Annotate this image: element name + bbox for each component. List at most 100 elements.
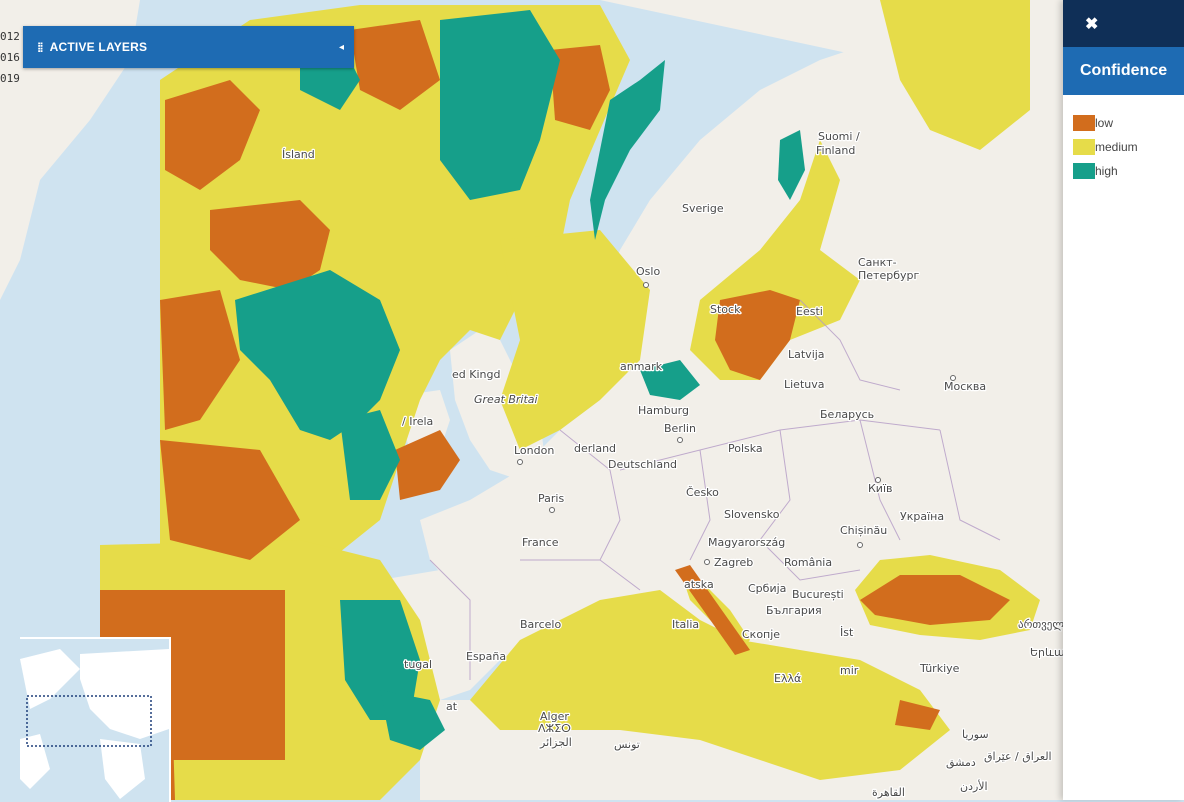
svg-text:Paris: Paris	[538, 492, 564, 505]
svg-text:Magyarország: Magyarország	[708, 536, 785, 549]
svg-text:mir: mir	[840, 664, 859, 677]
svg-text:Скопје: Скопје	[742, 628, 780, 641]
svg-text:Київ: Київ	[868, 482, 893, 495]
svg-text:anmark: anmark	[620, 360, 663, 373]
overview-land	[20, 649, 169, 799]
confidence-low-5	[715, 290, 800, 380]
svg-text:România: România	[784, 556, 832, 569]
svg-text:Latvija: Latvija	[788, 348, 825, 361]
svg-text:Barcelo: Barcelo	[520, 618, 561, 631]
legend-title: Confidence	[1063, 47, 1184, 95]
confidence-low-2	[210, 200, 330, 290]
svg-text:Oslo: Oslo	[636, 265, 660, 278]
coordinate-readout: 012 016 019	[0, 26, 23, 86]
land-scandinavia	[600, 40, 930, 340]
svg-text:العراق / عێراق: العراق / عێراق	[984, 750, 1052, 763]
svg-text:Eesti: Eesti	[796, 305, 823, 318]
country-borders	[429, 299, 1001, 680]
svg-text:دمشق: دمشق	[946, 756, 976, 770]
legend-swatch-medium	[1073, 139, 1095, 155]
svg-text:Україна: Україна	[900, 510, 944, 523]
svg-text:ართველ: ართველ	[1018, 618, 1064, 631]
active-layers-title: ACTIVE LAYERS	[49, 40, 148, 54]
svg-text:ⴷⵣⵉⵔ: ⴷⵣⵉⵔ	[538, 722, 571, 735]
grip-icon[interactable]: ⁞⁞	[37, 39, 44, 55]
legend-swatch-low	[1073, 115, 1095, 131]
land-greenland	[0, 0, 140, 300]
confidence-low-6	[395, 430, 460, 500]
svg-text:Москва: Москва	[944, 380, 986, 393]
svg-text:الأردن: الأردن	[960, 779, 988, 793]
svg-text:atska: atska	[684, 578, 714, 591]
confidence-high-5	[380, 690, 445, 750]
confidence-low-9	[160, 440, 300, 560]
legend-panel: ✖ Confidence low medium high	[1063, 0, 1184, 800]
close-icon[interactable]: ✖	[1085, 15, 1099, 33]
confidence-low-8	[350, 20, 440, 110]
svg-text:Ísland: Ísland	[282, 148, 315, 161]
svg-text:tugal: tugal	[404, 658, 432, 671]
svg-text:Stock: Stock	[710, 303, 741, 316]
svg-text:Italia: Italia	[672, 618, 699, 631]
legend-header: ✖	[1063, 0, 1184, 47]
svg-text:España: España	[466, 650, 506, 663]
svg-text:Suomi /: Suomi /	[818, 130, 860, 143]
svg-text:Lietuva: Lietuva	[784, 378, 825, 391]
svg-text:Slovensko: Slovensko	[724, 508, 780, 521]
overview-map[interactable]	[20, 637, 171, 802]
confidence-low-4	[550, 45, 610, 130]
confidence-low-13	[895, 700, 940, 730]
svg-text:Alger: Alger	[540, 710, 569, 723]
svg-text:Երևան: Երևան	[1030, 646, 1072, 659]
svg-text:Ελλά: Ελλά	[774, 672, 801, 685]
svg-text:/ Irela: / Irela	[402, 415, 433, 428]
coordinate-line: 012	[0, 30, 20, 43]
svg-text:at: at	[446, 700, 458, 713]
confidence-high-1	[440, 10, 560, 200]
svg-text:Sverige: Sverige	[682, 202, 724, 215]
confidence-high-6	[640, 360, 700, 400]
legend-item-high: high	[1073, 159, 1184, 183]
svg-text:Петербург: Петербург	[858, 269, 919, 282]
confidence-low-11	[860, 575, 1010, 625]
confidence-high-8	[590, 60, 665, 240]
confidence-high-4	[340, 600, 420, 720]
confidence-high-2	[235, 270, 400, 440]
svg-text:București: București	[792, 588, 844, 601]
svg-text:Србија: Србија	[748, 582, 786, 595]
legend-label: high	[1095, 164, 1118, 178]
confidence-low-10	[675, 565, 750, 655]
chevron-left-icon[interactable]: ◂	[338, 41, 344, 53]
svg-text:القاهرة: القاهرة	[872, 786, 905, 799]
svg-text:derland: derland	[574, 442, 616, 455]
active-layers-panel[interactable]: ⁞⁞ ACTIVE LAYERS ◂	[23, 26, 354, 68]
place-labels: Ísland Suomi / Finland Sverige Oslo Stoc…	[281, 129, 1073, 800]
svg-text:Česko: Česko	[686, 486, 719, 499]
confidence-high-3	[340, 410, 400, 500]
svg-text:България: България	[766, 604, 822, 617]
overview-viewport	[26, 695, 152, 747]
legend-item-medium: medium	[1073, 135, 1184, 159]
confidence-high-7	[778, 130, 805, 200]
svg-text:ed Kingd: ed Kingd	[452, 368, 500, 381]
svg-text:Deutschland: Deutschland	[608, 458, 677, 471]
confidence-low-3	[165, 80, 260, 190]
svg-text:Finland: Finland	[816, 144, 855, 157]
svg-text:Беларусь: Беларусь	[820, 408, 874, 421]
svg-text:Great Britai: Great Britai	[474, 393, 538, 406]
svg-text:İst: İst	[840, 626, 854, 639]
svg-text:Polska: Polska	[728, 442, 763, 455]
confidence-low-7	[160, 290, 240, 430]
legend-label: low	[1095, 116, 1114, 130]
svg-text:Hamburg: Hamburg	[638, 404, 689, 417]
confidence-medium-med	[470, 590, 950, 780]
legend-list: low medium high	[1063, 95, 1184, 183]
confidence-medium-northsea	[500, 230, 650, 450]
confidence-medium-barents	[880, 0, 1030, 150]
coordinate-line: 016	[0, 51, 20, 64]
legend-item-low: low	[1073, 111, 1184, 135]
legend-label: medium	[1095, 140, 1138, 154]
svg-text:Zagreb: Zagreb	[714, 556, 753, 569]
svg-text:Türkiye: Türkiye	[919, 662, 960, 675]
